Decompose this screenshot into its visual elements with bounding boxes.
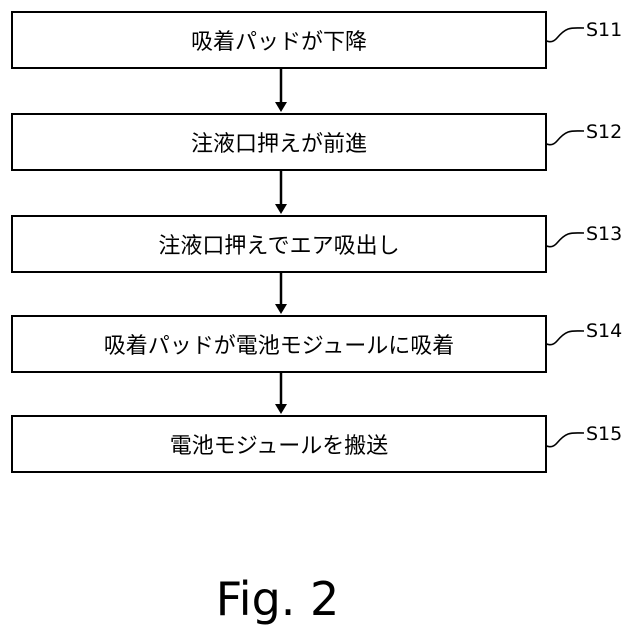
step-id-s14: S14	[586, 320, 622, 342]
arrow-head-4	[275, 404, 287, 414]
step-box-s13: 注液口押えでエア吸出し	[11, 215, 547, 273]
step-text-s11: 吸着パッドが下降	[191, 24, 367, 56]
step-box-s11: 吸着パッドが下降	[11, 11, 547, 69]
step-box-s14: 吸着パッドが電池モジュールに吸着	[11, 315, 547, 373]
step-text-s13: 注液口押えでエア吸出し	[158, 228, 399, 260]
step-text-s12: 注液口押えが前進	[191, 126, 367, 158]
step-id-s12: S12	[586, 121, 622, 143]
step-id-s13: S13	[586, 223, 622, 245]
step-text-s14: 吸着パッドが電池モジュールに吸着	[104, 328, 454, 360]
step-id-s11: S11	[586, 19, 622, 41]
arrow-head-3	[275, 304, 287, 314]
step-text-s15: 電池モジュールを搬送	[170, 428, 388, 460]
step-box-s15: 電池モジュールを搬送	[11, 415, 547, 473]
arrow-head-1	[275, 102, 287, 112]
step-box-s12: 注液口押えが前進	[11, 113, 547, 171]
step-id-s15: S15	[586, 423, 622, 445]
arrow-head-2	[275, 204, 287, 214]
figure-caption: Fig. 2	[0, 572, 555, 626]
